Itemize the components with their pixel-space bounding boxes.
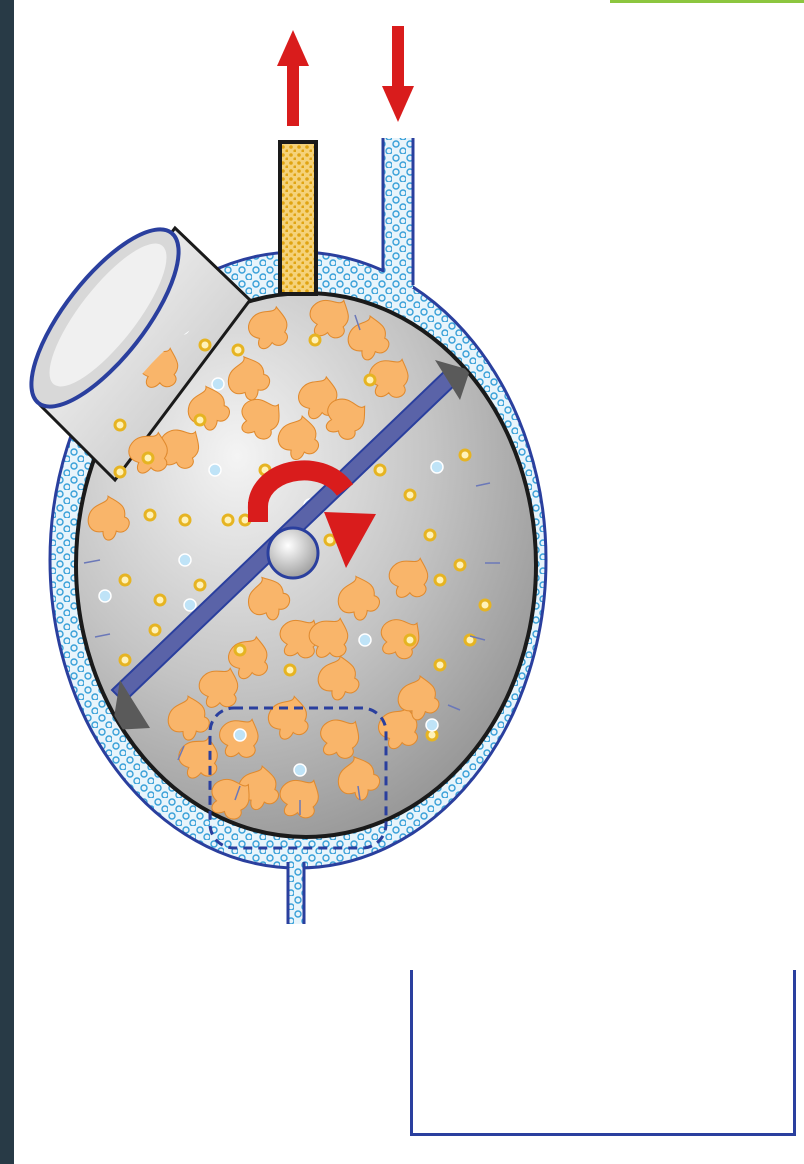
- vapor-dot: [405, 490, 415, 500]
- moisture-bubble: [431, 461, 443, 473]
- moisture-bubble: [359, 634, 371, 646]
- vapor-dot: [405, 635, 415, 645]
- arrow-down-icon: [382, 26, 414, 122]
- vapor-dot: [223, 515, 233, 525]
- moisture-bubble: [209, 464, 221, 476]
- vapor-dot: [120, 655, 130, 665]
- vapor-dot: [435, 575, 445, 585]
- vapor-dot: [285, 665, 295, 675]
- vapor-dot: [310, 335, 320, 345]
- vapor-dot: [375, 465, 385, 475]
- vapor-dot: [325, 535, 335, 545]
- moisture-bubble: [184, 599, 196, 611]
- arrow-up-icon: [277, 30, 309, 126]
- vapor-dot: [180, 515, 190, 525]
- vapor-dot: [195, 415, 205, 425]
- vapor-dot: [195, 580, 205, 590]
- vapor-dot: [200, 340, 210, 350]
- vapor-dot: [115, 420, 125, 430]
- vapor-dot: [460, 450, 470, 460]
- moisture-bubble: [99, 590, 111, 602]
- moisture-bubble: [294, 764, 306, 776]
- moisture-bubble: [212, 378, 224, 390]
- moisture-bubble: [179, 554, 191, 566]
- vapor-dot: [435, 660, 445, 670]
- vapor-dot: [143, 453, 153, 463]
- vapor-dot: [365, 375, 375, 385]
- vapor-dot: [150, 625, 160, 635]
- vapor-dot: [233, 345, 243, 355]
- vapor-dot: [145, 510, 155, 520]
- caption-box: [410, 970, 796, 1136]
- vapor-outlet-pipe: [280, 142, 316, 294]
- moisture-bubble: [234, 729, 246, 741]
- vapor-dot: [480, 600, 490, 610]
- rotation-hub: [268, 528, 318, 578]
- vapor-dot: [455, 560, 465, 570]
- vapor-dot: [120, 575, 130, 585]
- vapor-dot: [115, 467, 125, 477]
- vapor-dot: [235, 645, 245, 655]
- vapor-dot: [155, 595, 165, 605]
- vapor-dot: [425, 530, 435, 540]
- moisture-bubble: [426, 719, 438, 731]
